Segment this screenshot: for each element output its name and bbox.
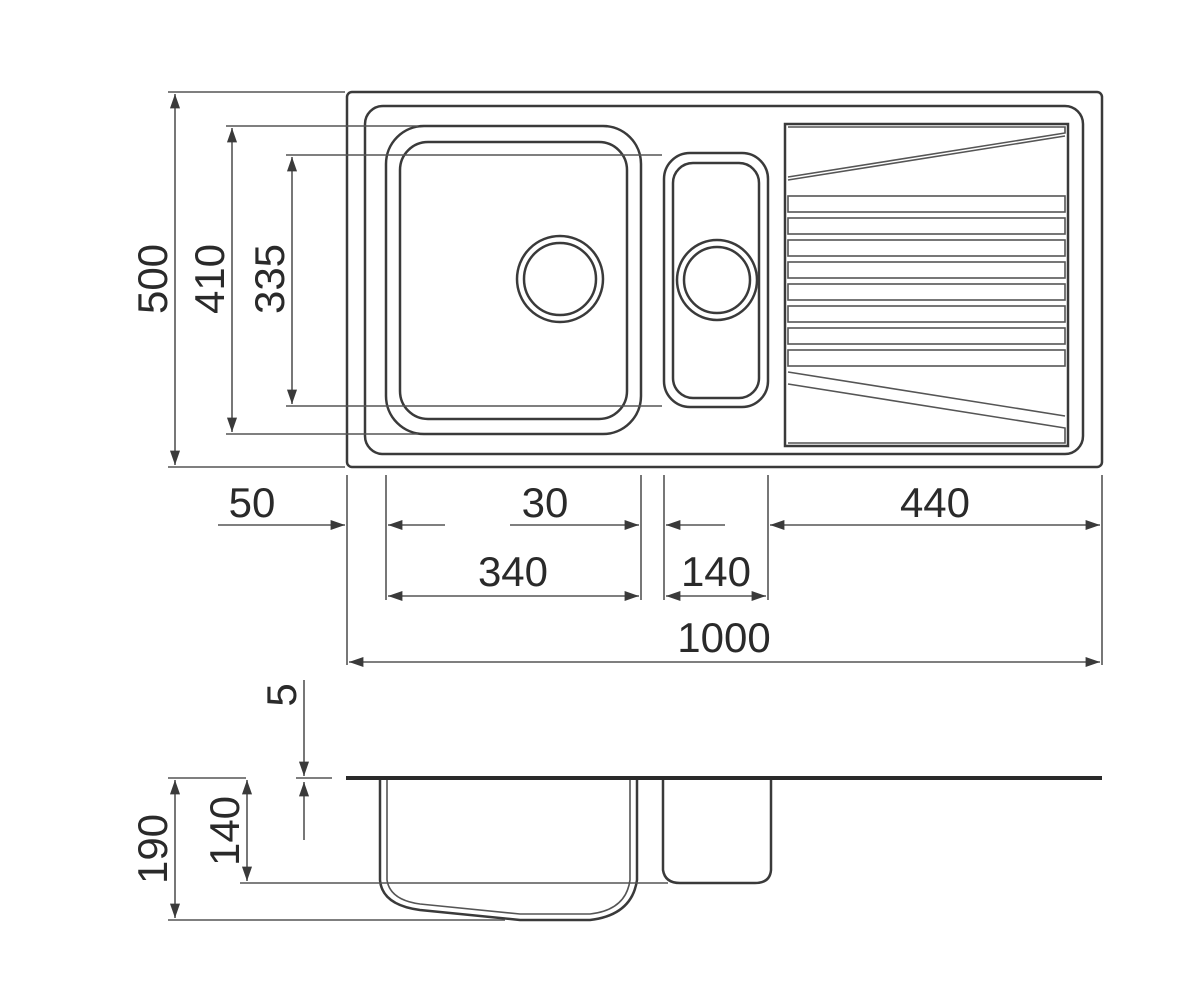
- main-bowl-drain-icon: [515, 234, 605, 324]
- section-small-bowl: [661, 780, 773, 885]
- dim-overall-height: 190: [129, 814, 176, 884]
- section-view: 5 190 140: [129, 680, 1102, 922]
- small-bowl-drain-inner-icon: [682, 245, 752, 315]
- dim-bowl-gap: 30: [522, 479, 569, 526]
- dim-left-margin: 50: [229, 479, 276, 526]
- main-bowl-drain-inner-icon: [522, 241, 598, 317]
- dim-drainer-width: 440: [900, 479, 970, 526]
- dim-main-bowl-width: 340: [478, 548, 548, 595]
- dim-overall-depth: 500: [129, 244, 176, 314]
- drainer-area: [783, 122, 1070, 448]
- section-main-bowl: [378, 780, 639, 922]
- small-bowl-outer: [662, 151, 770, 409]
- dim-overall-width: 1000: [677, 614, 770, 661]
- sink-rim-outline: [363, 104, 1085, 456]
- main-bowl-outer: [384, 124, 643, 436]
- plan-view: 500 410 335 50 30 440 340 140: [129, 90, 1104, 668]
- small-bowl-drain-icon: [675, 238, 759, 322]
- dim-rim-thickness: 5: [258, 683, 305, 706]
- dim-small-bowl-width: 140: [681, 548, 751, 595]
- main-bowl-inner: [398, 140, 629, 421]
- sink-outer-outline: [345, 90, 1104, 469]
- dim-bowl-depth: 140: [201, 796, 248, 866]
- small-bowl-inner: [671, 161, 761, 400]
- dim-bowl-inner-depth: 335: [246, 244, 293, 314]
- dim-bowl-outer-depth: 410: [186, 244, 233, 314]
